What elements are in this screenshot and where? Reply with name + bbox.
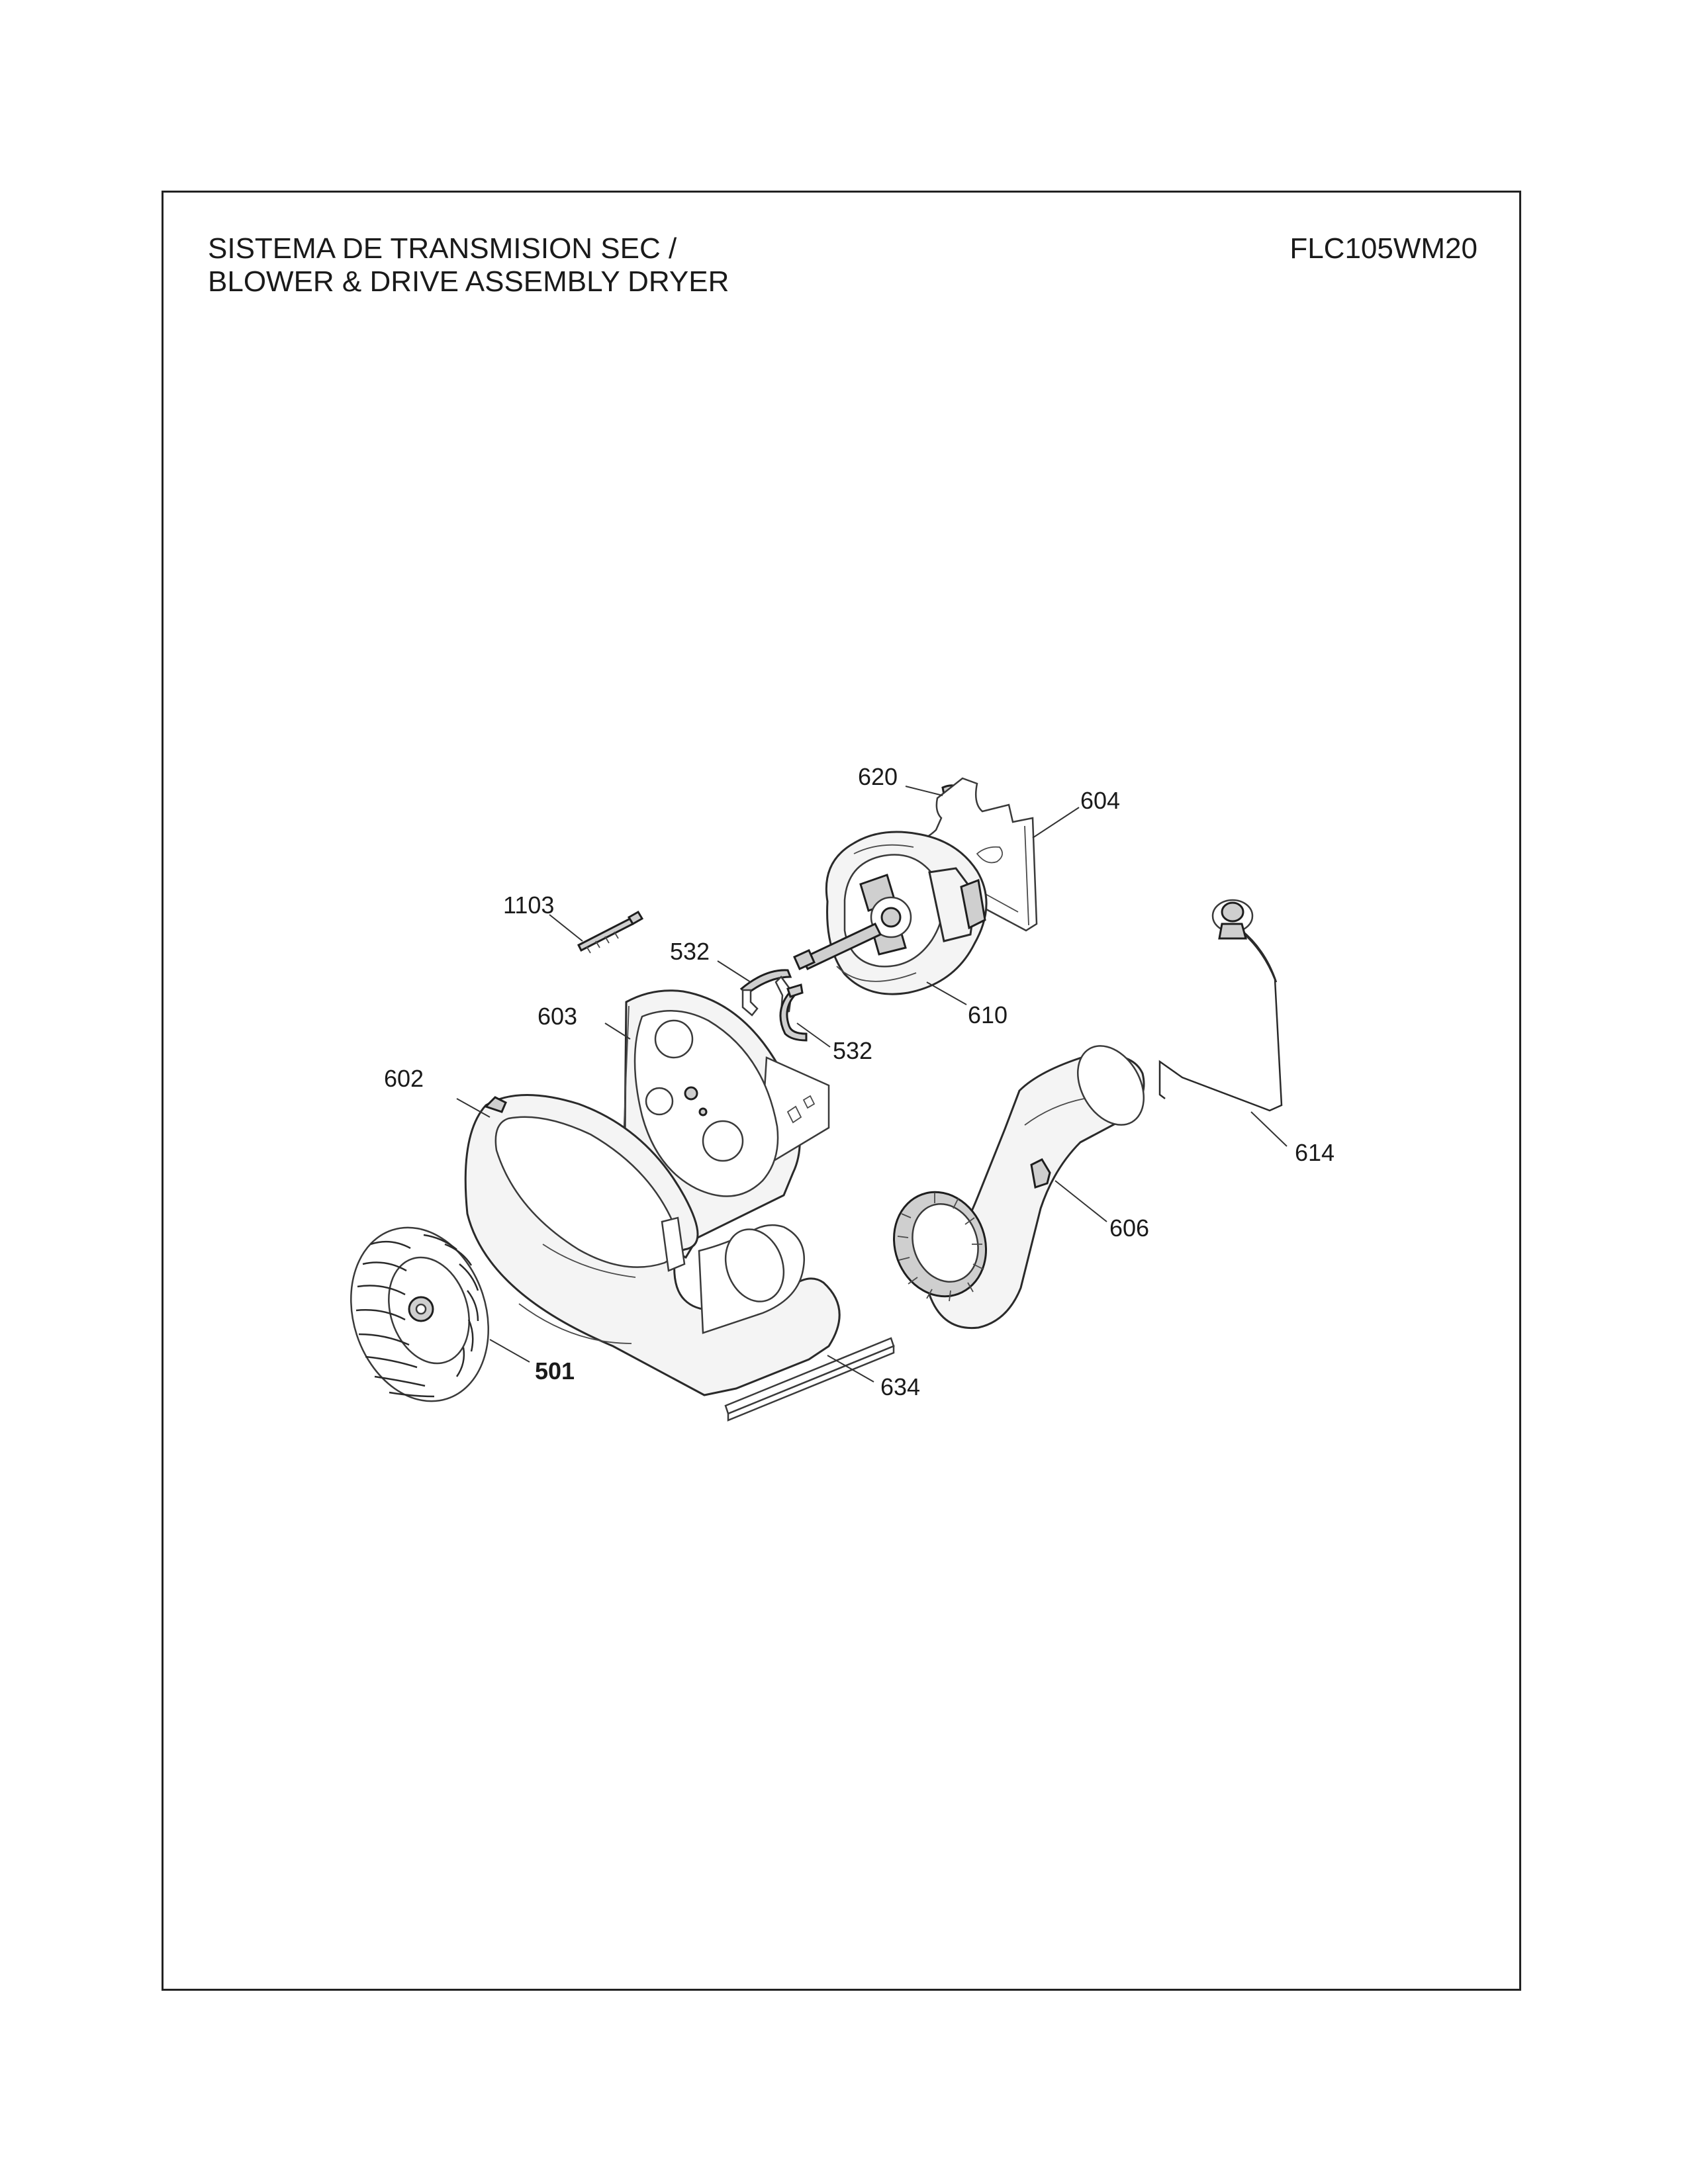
callout-532-lower: 532 [833,1037,872,1064]
callout-620: 620 [858,763,898,790]
callout-634: 634 [880,1373,920,1400]
page-title-line-1: SISTEMA DE TRANSMISION SEC / [208,232,677,265]
diagram-frame [162,191,1521,1991]
page-title-line-2: BLOWER & DRIVE ASSEMBLY DRYER [208,265,729,298]
callout-606: 606 [1109,1214,1149,1242]
part-532-clamp-lower [779,983,808,1042]
callout-532-upper: 532 [670,938,710,965]
callout-610: 610 [968,1001,1008,1028]
leader-lines [456,786,1288,1383]
part-606-exhaust-duct [892,1045,1145,1330]
callout-604: 604 [1080,787,1120,814]
callout-1103: 1103 [503,891,554,919]
part-610-motor [793,831,988,995]
part-501-blower-wheel [350,1226,489,1402]
callout-501: 501 [535,1357,575,1385]
callout-labels: 620 604 1103 532 603 610 532 602 614 606… [384,763,1335,1400]
part-602-blower-housing [464,1094,841,1396]
part-614-sensor-tube [1158,899,1283,1112]
part-1103-bolt [577,910,644,954]
model-number: FLC105WM20 [1289,232,1477,265]
callout-603: 603 [538,1003,577,1030]
callout-602: 602 [384,1065,424,1092]
callout-614: 614 [1295,1139,1335,1166]
